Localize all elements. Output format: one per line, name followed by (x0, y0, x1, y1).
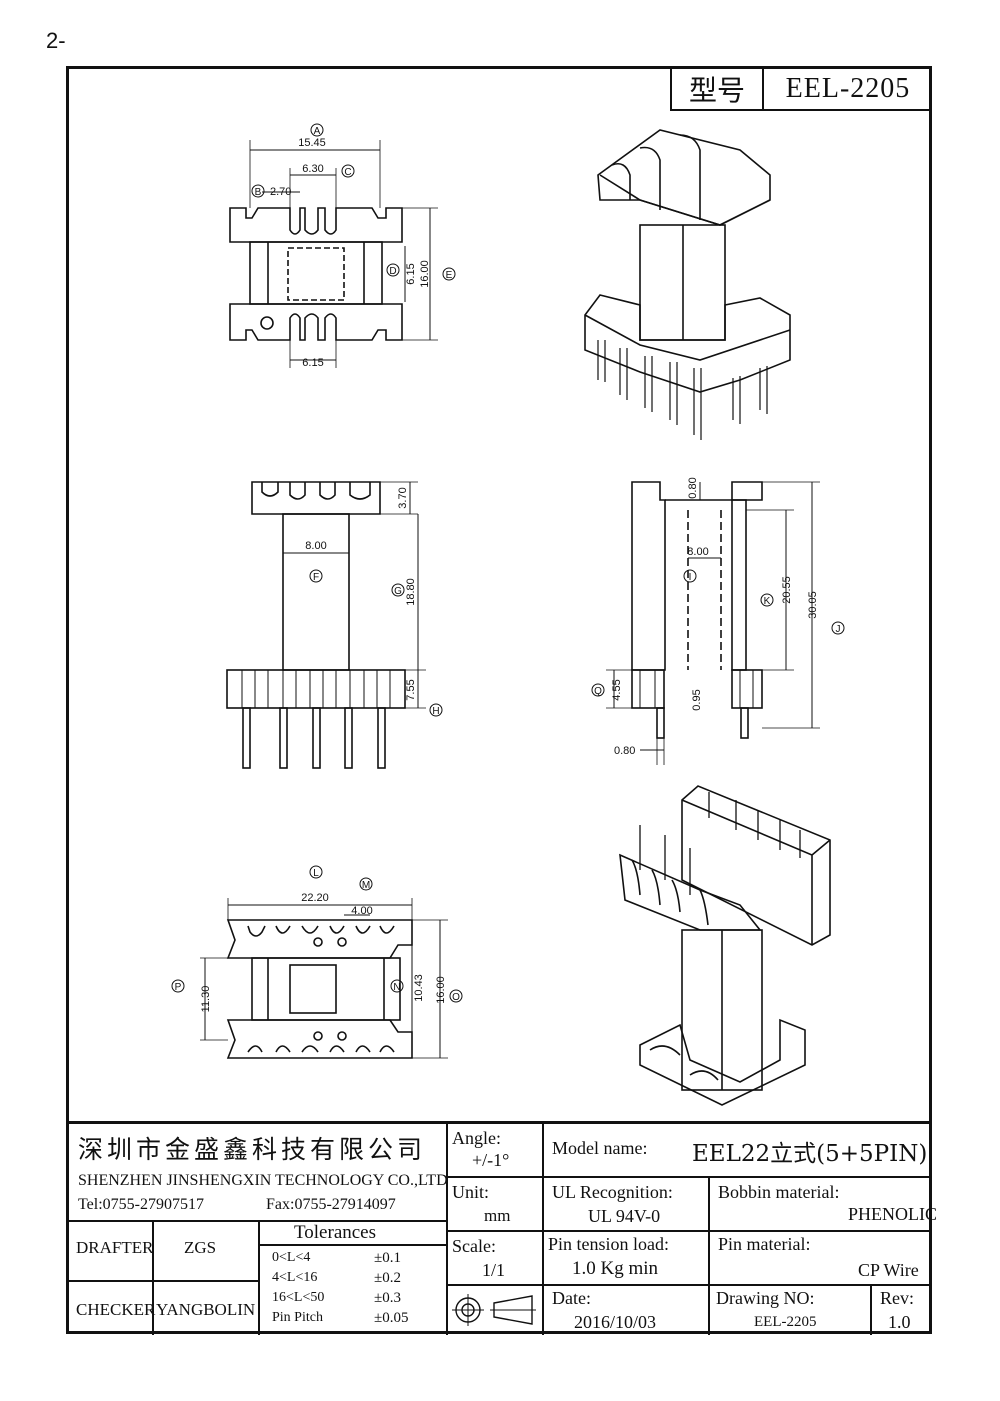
angle-label: Angle: (452, 1128, 501, 1148)
label-g: G (394, 586, 402, 597)
label-a: A (314, 126, 321, 137)
title-block: 深圳市金盛鑫科技有限公司 SHENZHEN JINSHENGXIN TECHNO… (68, 1121, 937, 1335)
dim-front-top: 3.70 (397, 487, 409, 508)
pin-tension-label: Pin tension load: (548, 1234, 669, 1254)
label-e: E (446, 270, 453, 281)
isometric-view-top (584, 129, 791, 440)
checker-value: YANGBOLIN (156, 1300, 256, 1319)
ul-value: UL 94V-0 (588, 1206, 661, 1226)
label-o: O (452, 992, 460, 1003)
label-b: B (255, 187, 262, 198)
tolerance-ranges: 0<L<4 4<L<16 16<L<50 Pin Pitch (272, 1248, 324, 1328)
label-f: F (313, 572, 319, 583)
drawing-no-label: Drawing NO: (716, 1288, 815, 1308)
model-value: EEL-2205 (785, 72, 911, 104)
dim-k: 20.55 (781, 576, 793, 604)
dim-g: 18.80 (405, 578, 417, 606)
dim-e: 16.00 (419, 260, 431, 288)
model-name-label: Model name: (552, 1138, 648, 1158)
date-label: Date: (552, 1288, 591, 1308)
pin-tension-value: 1.0 Kg min (572, 1258, 659, 1279)
tolerance-range: Pin Pitch (272, 1310, 323, 1325)
company-name-en: SHENZHEN JINSHENGXIN TECHNOLOGY CO.,LTD (78, 1172, 448, 1189)
unit-label: Unit: (452, 1182, 490, 1202)
model-header: 型号 EEL-2205 (670, 68, 932, 111)
label-l: L (313, 868, 319, 879)
scale-label: Scale: (452, 1236, 496, 1256)
label-m: M (362, 880, 370, 891)
bobbin-material-label: Bobbin material: (718, 1182, 840, 1202)
dim-d: 6.15 (405, 263, 417, 284)
checker-label: CHECKER (76, 1300, 156, 1319)
pin-material-label: Pin material: (718, 1234, 811, 1254)
label-d: D (389, 266, 396, 277)
label-h: H (432, 706, 439, 717)
tolerance-range: 0<L<4 (272, 1250, 311, 1265)
dim-i: 8.00 (687, 546, 708, 558)
dim-p: 11.30 (200, 986, 212, 1013)
dim-o: 16.00 (435, 976, 447, 1004)
angle-value: +/-1° (472, 1150, 510, 1170)
dim-c: 6.30 (302, 163, 323, 175)
model-name-value: EEL22立式(5+5PIN) (692, 1141, 928, 1167)
tolerance-value: ±0.05 (374, 1310, 409, 1326)
dim-f: 8.00 (305, 540, 326, 552)
dim-j: 30.05 (807, 591, 819, 619)
page-number: 2- (46, 28, 66, 53)
bobbin-material-value: PHENOLIC (848, 1204, 937, 1224)
scale-value: 1/1 (482, 1260, 506, 1280)
ul-label: UL Recognition: (552, 1182, 673, 1202)
dim-h: 7.55 (405, 679, 417, 700)
dim-q: 4.55 (611, 679, 623, 700)
date-value: 2016/10/03 (574, 1312, 657, 1332)
label-n: N (393, 982, 400, 993)
dim-m: 4.00 (351, 905, 372, 917)
dim-side-pin: 0.80 (614, 745, 635, 757)
dim-bottom-615: 6.15 (302, 357, 323, 369)
label-j: J (836, 624, 841, 635)
isometric-view-bottom (619, 785, 831, 1106)
drafter-value: ZGS (184, 1238, 217, 1257)
dim-side-top: 0.80 (687, 477, 699, 498)
tolerance-value: ±0.3 (374, 1290, 401, 1306)
bottom-view (200, 898, 448, 1059)
dim-l: 22.20 (301, 892, 329, 904)
front-view (226, 481, 426, 769)
technical-drawing: 15.45 6.30 2.70 6.15 6.15 16.00 A C B D … (171, 123, 845, 1106)
dim-side-mid: 0.95 (691, 689, 703, 710)
company-tel: Tel:0755-27907517 (78, 1196, 204, 1213)
dim-a: 15.45 (298, 137, 326, 149)
tolerances-label: Tolerances (294, 1222, 377, 1243)
model-label: 型号 (672, 68, 764, 109)
tolerance-value: ±0.2 (374, 1270, 401, 1286)
label-i: I (689, 572, 692, 583)
dim-b: 2.70 (270, 186, 291, 198)
tolerance-values: ±0.1 ±0.2 ±0.3 ±0.05 (374, 1248, 408, 1328)
label-c: C (344, 167, 351, 178)
label-q: Q (594, 686, 602, 697)
label-k: K (764, 596, 771, 607)
pin-material-value: CP Wire (858, 1260, 919, 1280)
tolerance-range: 16<L<50 (272, 1290, 325, 1305)
company-name-cn: 深圳市金盛鑫科技有限公司 (78, 1135, 427, 1164)
drafter-label: DRAFTER (76, 1238, 154, 1257)
tolerance-value: ±0.1 (374, 1250, 401, 1266)
side-view (606, 481, 820, 765)
projection-symbol-icon (452, 1294, 536, 1326)
label-p: P (175, 982, 182, 993)
rev-label: Rev: (880, 1288, 914, 1308)
top-view (229, 140, 438, 368)
dim-n: 10.43 (413, 974, 425, 1002)
rev-value: 1.0 (888, 1312, 911, 1332)
drawing-no-value: EEL-2205 (754, 1314, 817, 1330)
unit-value: mm (484, 1206, 511, 1225)
drawing-sheet-border (66, 66, 932, 1334)
tolerance-range: 4<L<16 (272, 1270, 318, 1285)
company-fax: Fax:0755-27914097 (266, 1196, 396, 1213)
